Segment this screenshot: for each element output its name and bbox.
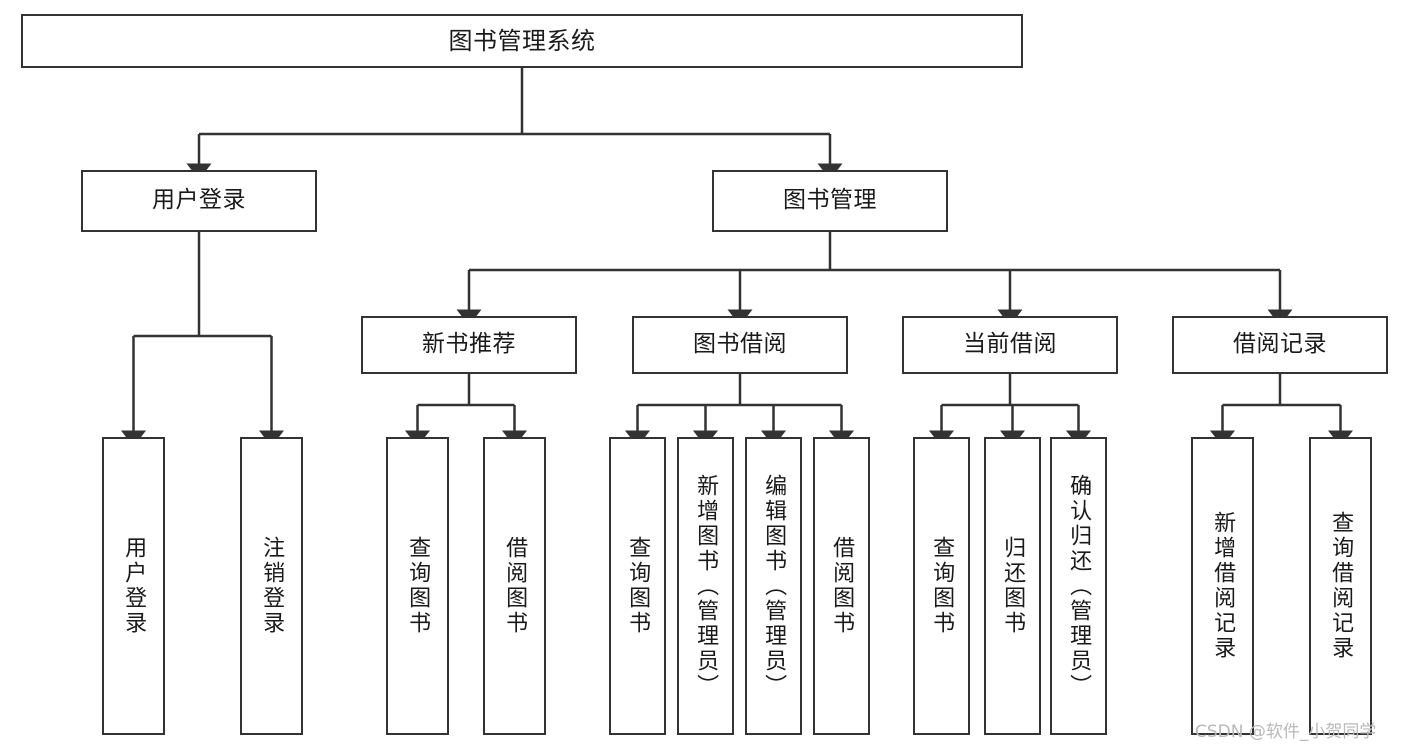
node-records[interactable]: 借阅记录 [1172,316,1388,374]
node-label: 借阅图书 [829,536,855,636]
node-login[interactable]: 用户登录 [81,170,317,232]
node-label: 编辑图书（管理员） [761,473,787,699]
node-label: 确认归还（管理员） [1066,473,1092,699]
node-b2[interactable]: 新增图书（管理员） [677,437,734,735]
node-c1[interactable]: 查询图书 [913,437,970,735]
node-label: 查询图书 [625,536,651,636]
node-label: 查询图书 [405,536,431,636]
node-label: 借阅图书 [502,536,528,636]
node-c2[interactable]: 归还图书 [984,437,1041,735]
node-label: 查询图书 [929,536,955,636]
node-b4[interactable]: 借阅图书 [813,437,870,735]
node-label: 归还图书 [1000,536,1026,636]
node-label: 借阅记录 [1233,331,1327,358]
node-r1[interactable]: 新增借阅记录 [1191,437,1254,735]
node-c3[interactable]: 确认归还（管理员） [1050,437,1107,735]
node-l2[interactable]: 注销登录 [240,437,303,735]
node-label: 用户登录 [152,187,246,214]
node-current[interactable]: 当前借阅 [902,316,1118,374]
node-n1[interactable]: 查询图书 [386,437,449,735]
node-label: 图书管理 [783,187,877,214]
node-label: 查询借阅记录 [1328,511,1354,661]
node-l1[interactable]: 用户登录 [102,437,165,735]
node-label: 用户登录 [121,536,147,636]
node-borrow[interactable]: 图书借阅 [632,316,848,374]
csdn-watermark: CSDN @软件_小贺同学 [1195,722,1377,742]
node-label: 当前借阅 [963,331,1057,358]
node-newbook[interactable]: 新书推荐 [361,316,577,374]
node-label: 注销登录 [259,536,285,636]
node-label: 新增图书（管理员） [693,473,719,699]
node-label: 图书管理系统 [448,26,596,55]
node-b3[interactable]: 编辑图书（管理员） [745,437,802,735]
node-label: 新书推荐 [422,331,516,358]
edge-layer [121,68,1353,447]
node-label: 图书借阅 [693,331,787,358]
node-r2[interactable]: 查询借阅记录 [1309,437,1372,735]
node-root[interactable]: 图书管理系统 [21,14,1023,68]
node-label: 新增借阅记录 [1210,511,1236,661]
node-bookmgmt[interactable]: 图书管理 [712,170,948,232]
node-b1[interactable]: 查询图书 [609,437,666,735]
node-n2[interactable]: 借阅图书 [483,437,546,735]
